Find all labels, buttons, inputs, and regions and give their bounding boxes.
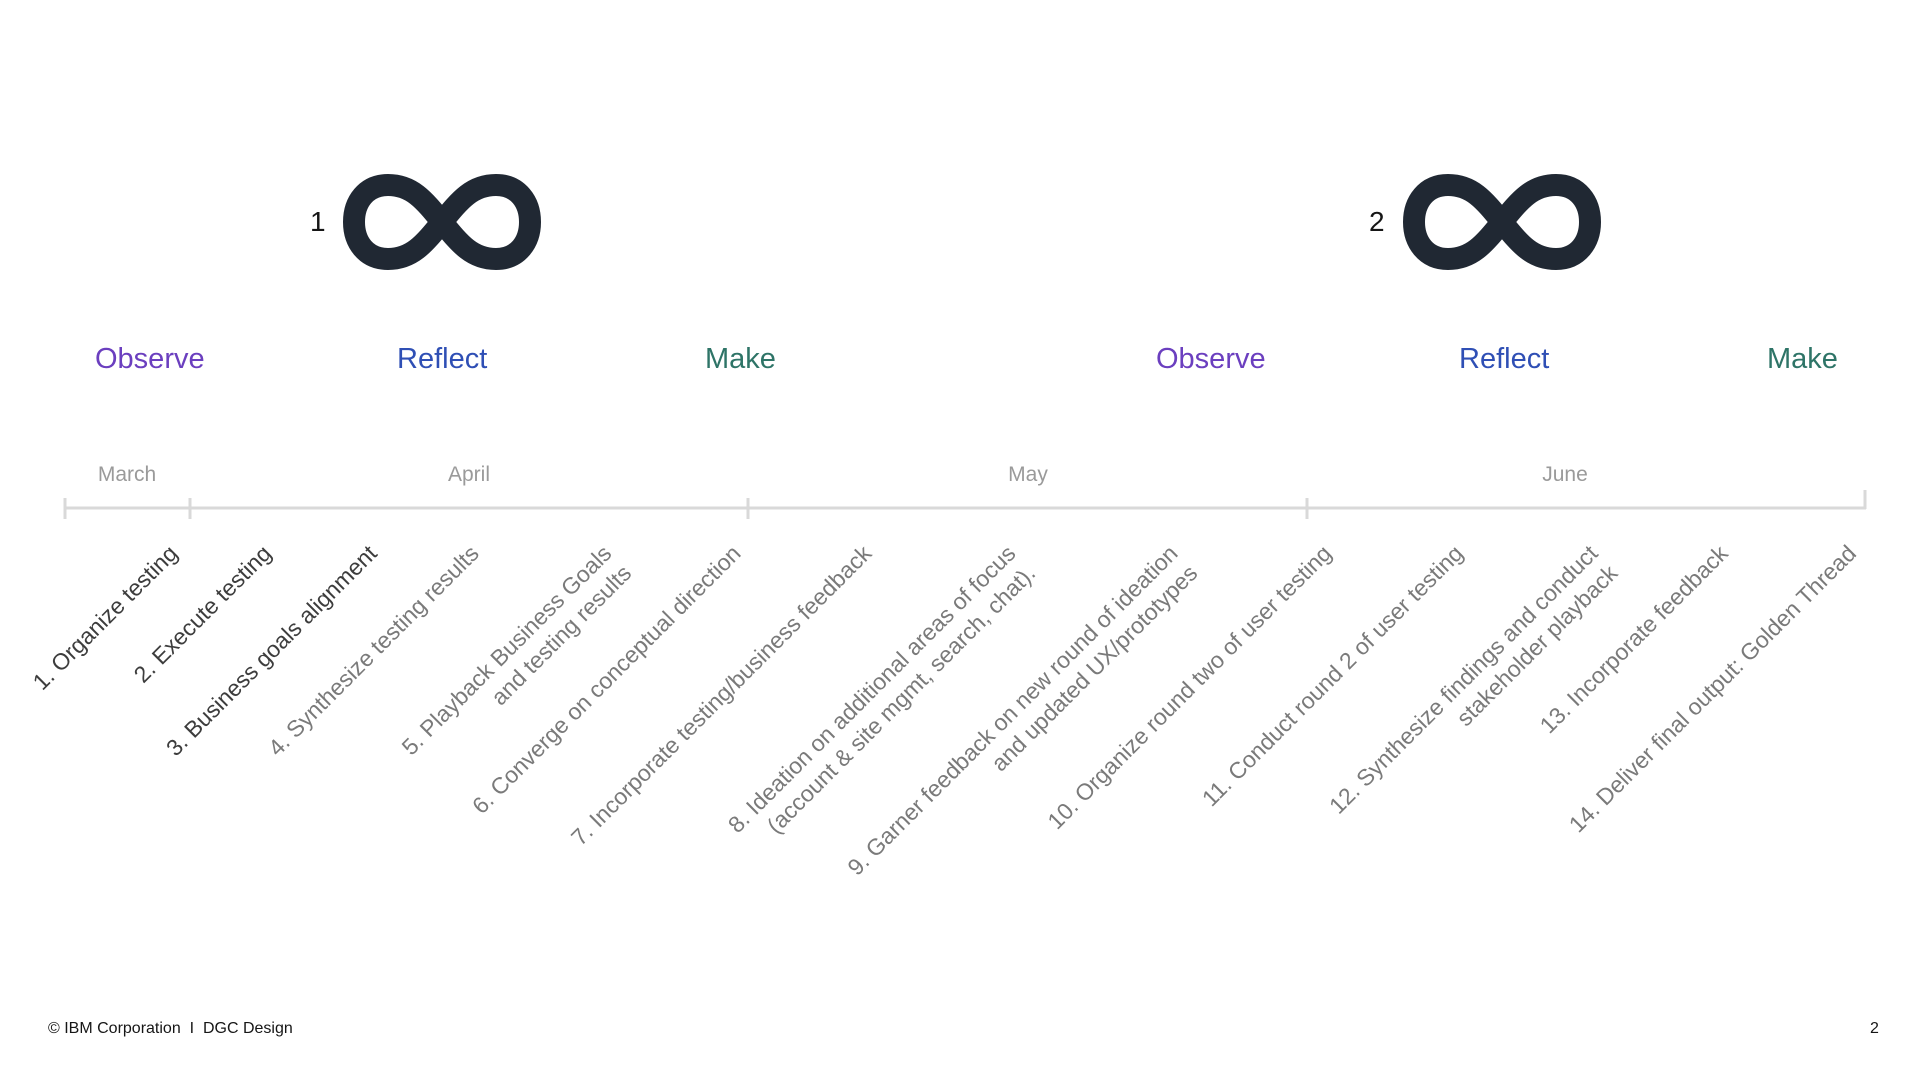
phase-observe: Observe <box>95 343 205 375</box>
month-label: April <box>447 463 491 486</box>
infinity-icon <box>1403 174 1601 270</box>
phase-make: Make <box>705 343 776 375</box>
phase-reflect: Reflect <box>397 343 488 375</box>
month-label: May <box>1008 463 1048 486</box>
timeline-axis <box>63 490 1867 519</box>
phase-observe: Observe <box>1156 343 1266 375</box>
step-label: 8. Ideation on additional areas of focus… <box>722 540 1040 839</box>
footer-copyright: © IBM Corporation I DGC Design <box>48 1020 293 1037</box>
phase-make: Make <box>1767 343 1838 375</box>
month-label: June <box>1542 463 1588 486</box>
step-label: 3. Business goals alignment <box>160 540 382 761</box>
page-number: 2 <box>1870 1020 1879 1037</box>
infinity-icon <box>343 174 541 270</box>
phase-reflect: Reflect <box>1459 343 1550 375</box>
loop-number: 1 <box>310 206 326 237</box>
month-label: March <box>97 463 157 486</box>
loop-number: 2 <box>1369 206 1385 237</box>
